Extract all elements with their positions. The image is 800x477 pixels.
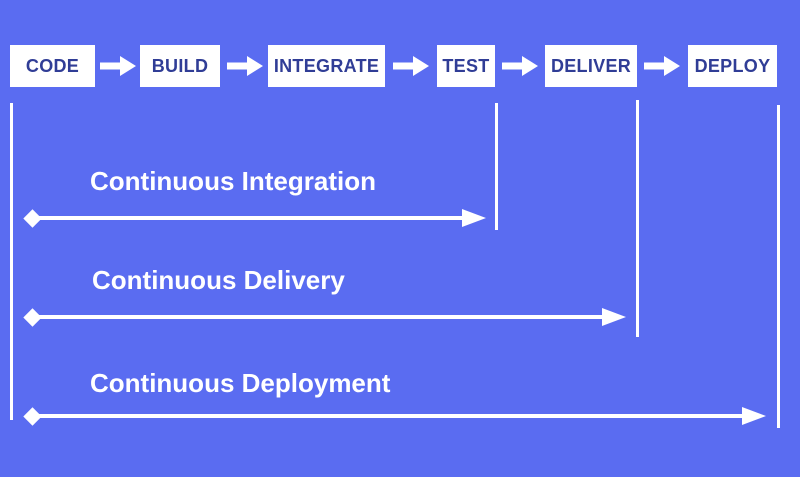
arrow-right-icon: [742, 407, 766, 425]
deploy-end-line: [777, 105, 780, 428]
stage-box-test: TEST: [437, 45, 495, 87]
test-end-line: [495, 103, 498, 230]
continuous-deployment-label: Continuous Deployment: [90, 368, 391, 398]
continuous-delivery-label: Continuous Delivery: [92, 265, 345, 295]
arrow-right-icon: [227, 56, 263, 76]
stage-label-integrate: INTEGRATE: [273, 55, 380, 76]
stage-box-build: BUILD: [140, 45, 220, 87]
continuous-integration-arrow: [23, 208, 486, 228]
stage-label-deliver: DELIVER: [550, 55, 632, 76]
stage-box-code: CODE: [10, 45, 95, 87]
arrow-shaft: [32, 315, 608, 319]
stage-label-test: TEST: [442, 55, 490, 76]
stage-label-deploy: DEPLOY: [694, 55, 771, 76]
stage-label-build: BUILD: [151, 55, 209, 76]
continuous-deployment-arrow: [23, 406, 766, 426]
continuous-integration-label: Continuous Integration: [90, 166, 376, 196]
pipeline-start-line: [10, 103, 13, 420]
arrow-right-icon: [393, 56, 429, 76]
continuous-delivery-arrow: [23, 307, 626, 327]
arrow-shaft: [32, 414, 748, 418]
stage-box-deploy: DEPLOY: [688, 45, 777, 87]
arrow-right-icon: [602, 308, 626, 326]
arrow-shaft: [32, 216, 468, 220]
arrow-right-icon: [502, 56, 538, 76]
arrow-right-icon: [100, 56, 136, 76]
stage-box-integrate: INTEGRATE: [268, 45, 385, 87]
arrow-right-icon: [462, 209, 486, 227]
stage-box-deliver: DELIVER: [545, 45, 637, 87]
arrow-right-icon: [644, 56, 680, 76]
deliver-end-line: [636, 100, 639, 337]
stage-label-code: CODE: [25, 55, 80, 76]
